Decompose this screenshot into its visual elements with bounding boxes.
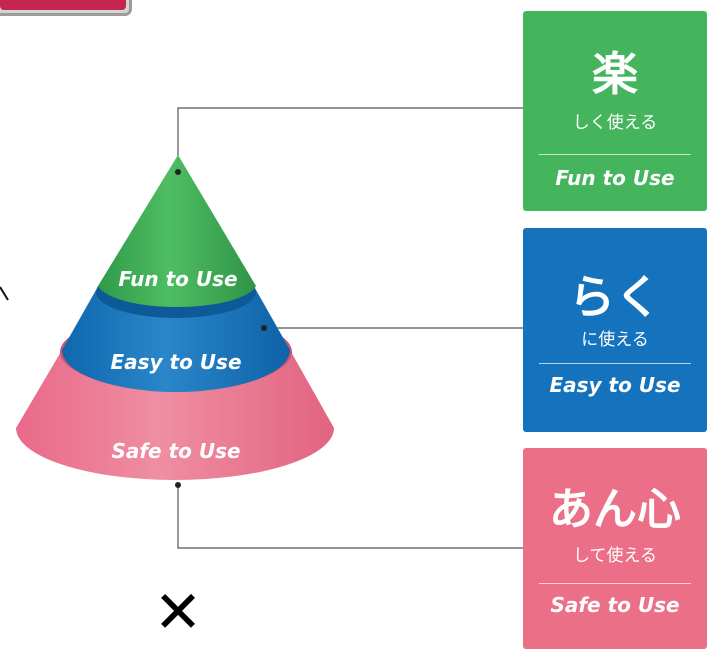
connector-fun — [177, 107, 525, 170]
card-safe-divider — [539, 583, 691, 584]
card-safe-en: Safe to Use — [550, 593, 680, 617]
card-safe: あん心 して使える Safe to Use — [523, 448, 707, 649]
top-left-button-face — [0, 0, 126, 10]
card-safe-kanji: あん心 — [549, 484, 681, 535]
card-fun-kanji: 楽 — [592, 47, 638, 101]
pyramid-label-easy: Easy to Use — [110, 350, 241, 374]
left-edge-mark — [0, 286, 9, 301]
connector-safe — [177, 485, 525, 549]
pyramid-layer-safe — [16, 350, 334, 480]
card-easy-divider — [539, 363, 691, 364]
connector-dot-fun — [175, 169, 181, 175]
cross-mark: ✕ — [154, 578, 203, 646]
connector-dot-safe — [175, 482, 181, 488]
pyramid-label-fun: Fun to Use — [118, 267, 237, 291]
card-easy-en: Easy to Use — [549, 373, 681, 397]
top-left-button[interactable] — [0, 0, 132, 16]
card-fun-en: Fun to Use — [555, 166, 675, 190]
card-safe-jp: して使える — [573, 546, 657, 566]
pyramid-layer-easy — [62, 290, 290, 392]
card-easy: らく に使える Easy to Use — [523, 228, 707, 432]
card-fun-jp: しく使える — [572, 113, 658, 133]
connector-dot-easy — [261, 325, 267, 331]
card-easy-jp: に使える — [581, 330, 649, 350]
card-easy-kanji: らく — [569, 270, 661, 324]
pyramid-layer-fun — [98, 155, 256, 308]
pyramid-label-safe: Safe to Use — [111, 439, 240, 463]
card-fun: 楽 しく使える Fun to Use — [523, 11, 707, 211]
card-fun-divider — [539, 154, 691, 155]
